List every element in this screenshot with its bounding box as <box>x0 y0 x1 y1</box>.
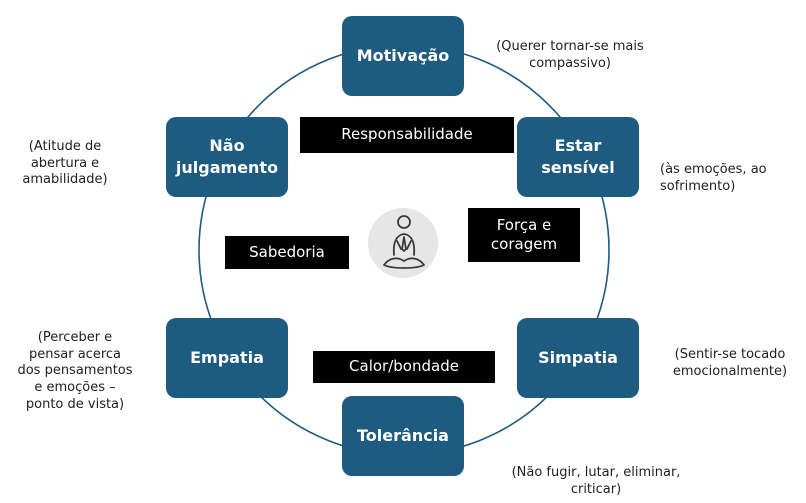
tag-responsabilidade: Responsabilidade <box>300 117 514 153</box>
node-empatia: Empatia <box>166 318 288 398</box>
node-motivacao-label: Motivação <box>356 46 450 66</box>
node-estar-sensivel: Estar sensível <box>517 117 639 197</box>
node-simpatia-label: Simpatia <box>538 348 618 368</box>
node-nao-julgamento-label: Não julgamento <box>175 136 279 177</box>
tag-sabedoria: Sabedoria <box>225 236 349 269</box>
node-estar-sensivel-label: Estar sensível <box>541 136 615 177</box>
node-tolerancia: Tolerância <box>342 396 464 476</box>
node-motivacao: Motivação <box>342 16 464 96</box>
note-empatia: (Perceber e pensar acerca dos pensamento… <box>17 330 133 412</box>
note-motivacao: (Querer tornar-se mais compassivo) <box>496 39 644 71</box>
node-empatia-label: Empatia <box>190 348 264 368</box>
tag-calor-bondade: Calor/bondade <box>313 351 495 383</box>
note-estar-sensivel: (às emoções, ao sofrimento) <box>660 162 767 194</box>
note-simpatia: (Sentir-se tocado emocionalmente) <box>672 347 788 379</box>
node-tolerancia-label: Tolerância <box>357 426 449 446</box>
note-tolerancia: (Não fugir, lutar, eliminar, criticar) <box>511 465 681 497</box>
node-nao-julgamento: Não julgamento <box>166 117 288 197</box>
meditation-person-icon <box>383 215 425 269</box>
tag-forca-coragem: Força e coragem <box>468 208 580 262</box>
note-nao-julgamento: (Atitude de abertura e amabilidade) <box>22 139 108 188</box>
node-simpatia: Simpatia <box>517 318 639 398</box>
